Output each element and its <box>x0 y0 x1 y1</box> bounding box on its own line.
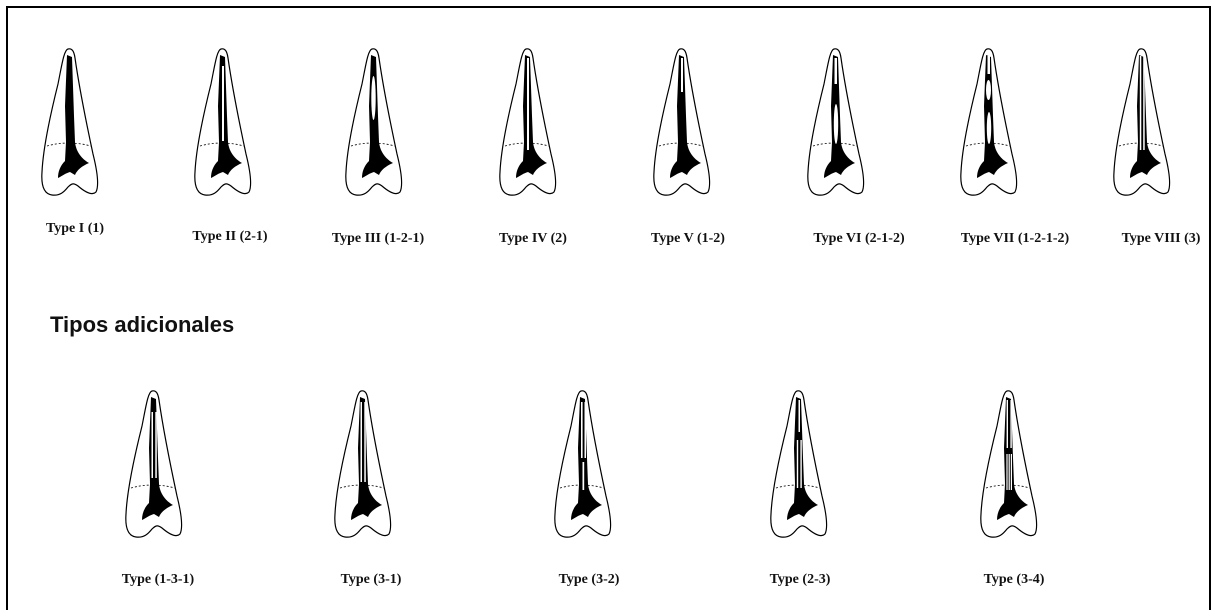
type-label: Type (1-3-1) <box>122 572 194 588</box>
canal-split <box>1011 454 1012 490</box>
tooth-diagram-row1-6 <box>804 46 868 198</box>
canal-split <box>797 440 798 488</box>
type-label: Type II (2-1) <box>192 229 267 245</box>
type-label: Type (2-3) <box>770 572 831 588</box>
canal-split <box>799 400 801 432</box>
type-label: Type (3-2) <box>559 572 620 588</box>
tooth-diagram-row2-1 <box>122 388 186 540</box>
canal-split <box>1006 454 1007 490</box>
canal-split <box>583 462 585 490</box>
tooth-diagram-row1-2 <box>191 46 255 198</box>
tooth-diagram-row1-1 <box>38 46 102 198</box>
canal-split <box>585 402 587 458</box>
tooth-diagram-row1-3 <box>342 46 406 198</box>
canal-split <box>681 58 683 92</box>
canal-split <box>364 402 366 482</box>
canal-split <box>800 440 801 488</box>
type-label: Type III (1-2-1) <box>332 231 424 247</box>
diagram-frame: Type I (1) Type II (2-1) Type III (1-2-1) T… <box>6 6 1211 610</box>
canal-split <box>222 66 224 141</box>
canal-split <box>1143 56 1145 150</box>
tooth-diagram-row2-4 <box>767 388 831 540</box>
type-label: Type IV (2) <box>499 231 567 247</box>
canal-split <box>987 112 991 144</box>
tooth-diagram-row2-5 <box>977 388 1041 540</box>
canal-split <box>155 412 157 478</box>
canal-split <box>361 402 363 482</box>
canal-split <box>1009 454 1010 490</box>
canal-split <box>1010 400 1011 448</box>
type-label: Type VI (2-1-2) <box>813 231 904 247</box>
canal-split <box>988 56 991 74</box>
type-label: Type (3-1) <box>341 572 402 588</box>
canal-split <box>527 58 529 150</box>
tooth-diagram-row1-4 <box>496 46 560 198</box>
type-label: Type (3-4) <box>984 572 1045 588</box>
type-label: Type VII (1-2-1-2) <box>961 231 1069 247</box>
section-heading: Tipos adicionales <box>50 312 234 338</box>
canal-split <box>986 80 991 100</box>
canal-split <box>1007 400 1008 448</box>
canal-split <box>835 58 838 84</box>
tooth-diagram-row1-7 <box>957 46 1021 198</box>
canal-split <box>371 76 375 120</box>
type-label: Type V (1-2) <box>651 231 725 247</box>
type-label: Type I (1) <box>46 221 104 237</box>
canal-split <box>1140 56 1142 150</box>
type-label: Type VIII (3) <box>1122 231 1201 247</box>
canal-split <box>152 412 154 478</box>
tooth-diagram-row1-5 <box>650 46 714 198</box>
canal-split <box>834 104 838 144</box>
tooth-diagram-row2-3 <box>551 388 615 540</box>
tooth-diagram-row1-8 <box>1110 46 1174 198</box>
tooth-diagram-row2-2 <box>331 388 395 540</box>
canal-split <box>581 402 583 458</box>
